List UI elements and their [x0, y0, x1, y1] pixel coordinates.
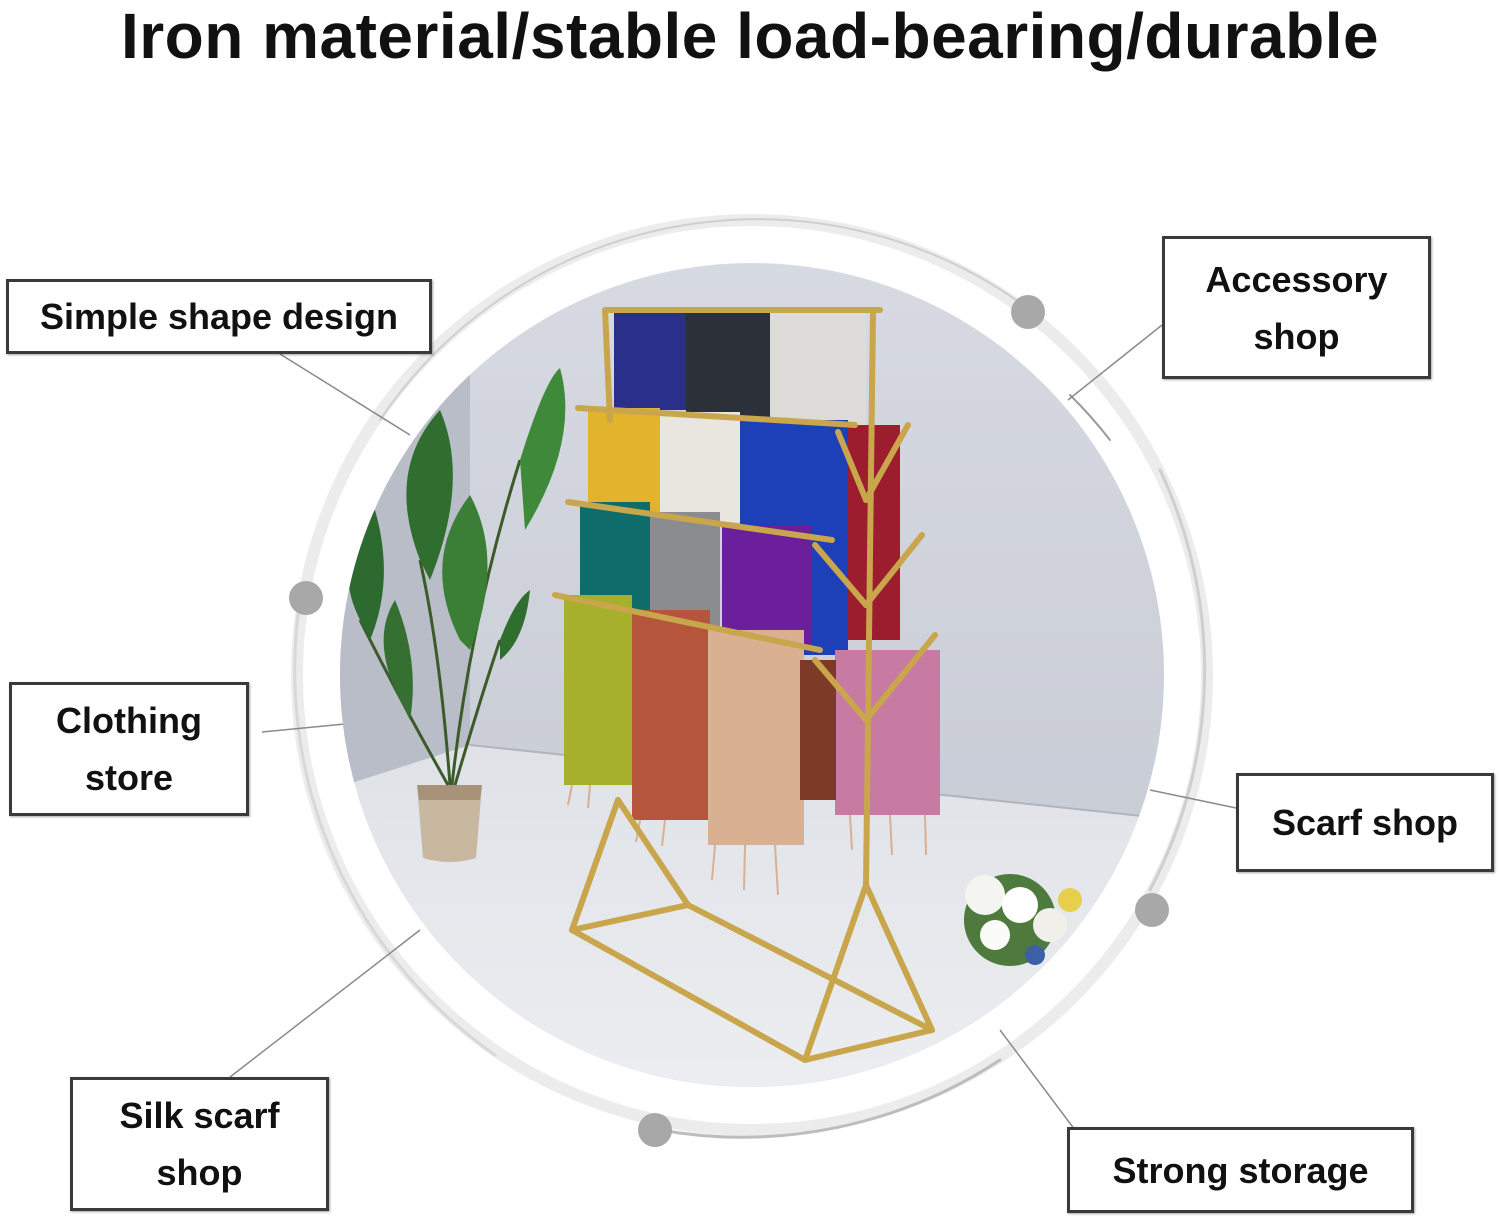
label-text-line1: Clothing: [56, 700, 202, 741]
scarf-row-4: [564, 595, 940, 845]
scarf: [708, 630, 804, 845]
label-text-line1: Accessory: [1205, 258, 1388, 300]
label-text: Strong storage: [1112, 1149, 1369, 1191]
scarf: [588, 408, 660, 513]
scarf: [614, 310, 686, 410]
ring-dots: [289, 295, 1169, 1147]
label-text-line1: Silk scarf: [119, 1095, 280, 1136]
scarf: [660, 412, 740, 522]
label-text: Simple shape design: [39, 296, 399, 337]
scarf: [835, 650, 940, 815]
scarf: [650, 512, 720, 627]
flower-bouquet: [964, 874, 1082, 966]
scarf-row-1: [614, 310, 866, 432]
label-simple-shape-design: Simple shape design: [6, 279, 432, 354]
scarf: [564, 595, 632, 785]
product-photo: [340, 263, 1164, 1087]
scarf: [722, 525, 812, 650]
label-text-line2: shop: [156, 1152, 243, 1193]
connector-lines: [229, 324, 1237, 1131]
scarf: [580, 502, 650, 610]
label-clothing-store: Clothing store: [9, 682, 249, 816]
scarf: [770, 312, 866, 432]
label-scarf-shop: Scarf shop: [1236, 773, 1494, 872]
scarf: [686, 312, 770, 417]
label-accessory-shop: Accessory shop: [1162, 236, 1431, 379]
label-text-line2: store: [84, 757, 173, 798]
scarf-row-3: [580, 502, 812, 650]
scarf-rack: [552, 307, 938, 1063]
label-strong-storage: Strong storage: [1067, 1127, 1414, 1213]
scarf: [632, 610, 710, 820]
label-silk-scarf-shop: Silk scarf shop: [70, 1077, 329, 1211]
potted-plant: [348, 368, 566, 862]
headline: Iron material/stable load-bearing/durabl…: [120, 0, 1380, 72]
outer-ring: [291, 214, 1213, 1139]
label-text: Scarf shop: [1271, 802, 1459, 843]
label-text-line2: shop: [1253, 315, 1340, 357]
